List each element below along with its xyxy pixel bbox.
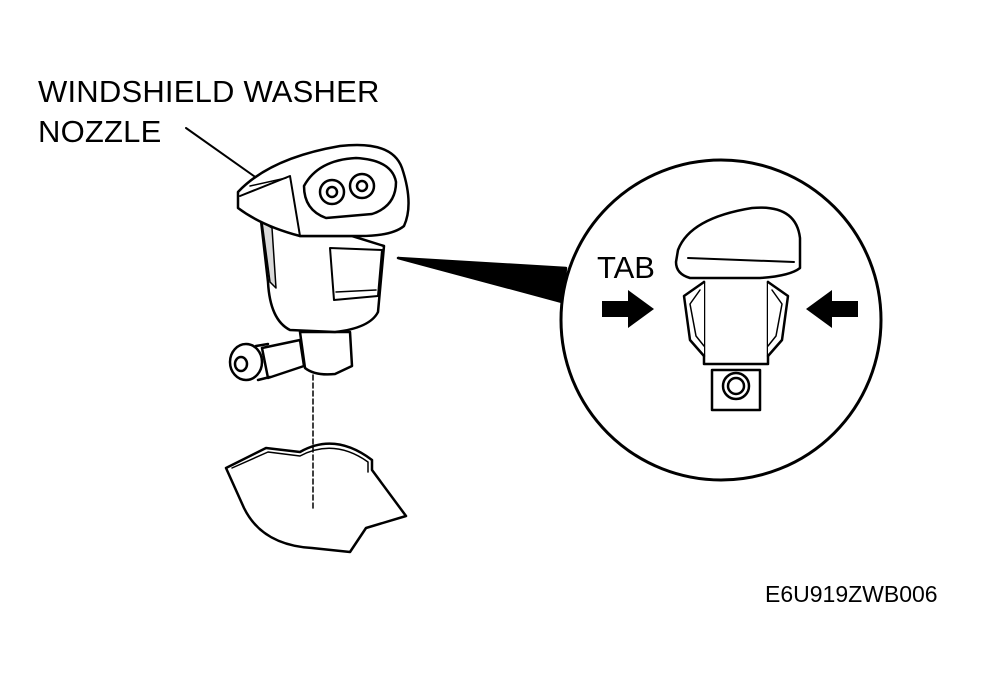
left-tab: [682, 280, 706, 358]
figure-code: E6U919ZWB006: [765, 581, 938, 607]
arrow-right-icon: [602, 290, 654, 328]
right-tab: [766, 280, 790, 358]
nozzle-label-line-1: WINDSHIELD WASHER: [38, 74, 380, 109]
mounting-hole: [224, 442, 408, 554]
washer-nozzle: [228, 143, 410, 382]
arrow-left-icon: [806, 290, 858, 328]
tab-label: TAB: [597, 250, 655, 285]
detail-magnifier: [559, 158, 883, 482]
hose-barb: [228, 338, 306, 382]
squeeze-arrows: [602, 290, 858, 328]
spray-jets: [302, 156, 398, 220]
nozzle-label-line-2: NOZZLE: [38, 114, 162, 149]
callout-pointer: [396, 256, 568, 304]
